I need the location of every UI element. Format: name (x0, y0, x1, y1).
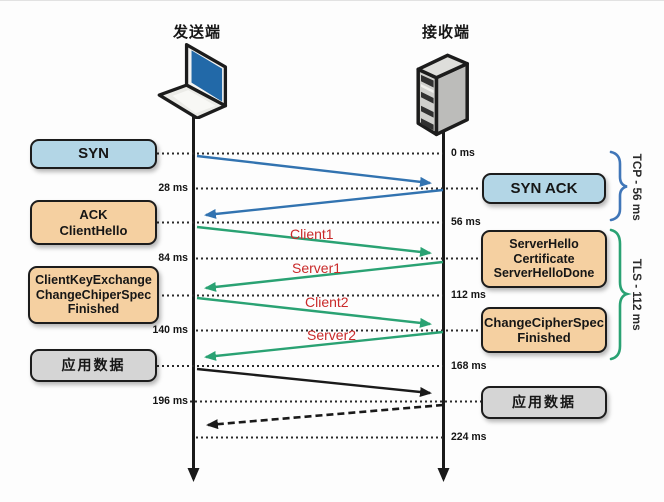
app-data-left-box: 应用数据 (30, 349, 157, 382)
tcp-duration-label: TCP - 56 ms (630, 153, 644, 221)
laptop-icon (157, 43, 228, 119)
time-56ms: 56 ms (451, 216, 481, 228)
ack-clienthello-box: ACK ClientHello (30, 200, 157, 245)
time-140ms: 140 ms (152, 324, 188, 336)
server-hello-box: ServerHello Certificate ServerHelloDone (481, 230, 607, 288)
syn-ack-box: SYN ACK (482, 173, 606, 204)
tcp-brace (609, 150, 628, 222)
time-84ms: 84 ms (158, 252, 188, 264)
server2-label: Server2 (307, 327, 357, 343)
time-0ms: 0 ms (451, 147, 475, 159)
syn-box: SYN (30, 139, 157, 169)
tls-duration-label: TLS - 112 ms (630, 259, 644, 331)
syn-ack-arrow (204, 188, 444, 219)
client1-arrow (196, 225, 432, 257)
client2-label: Client2 (305, 294, 349, 310)
time-112ms: 112 ms (451, 289, 486, 301)
receiver-title: 接收端 (421, 24, 470, 41)
syn-arrow (196, 154, 432, 187)
server1-arrow (204, 260, 444, 292)
app-data-response-arrow (206, 403, 444, 430)
change-cipher-spec-box: ChangeCipherSpec Finished (481, 307, 607, 353)
tls-brace (609, 228, 632, 361)
app-data-right-box: 应用数据 (481, 386, 607, 419)
time-28ms: 28 ms (158, 182, 188, 194)
client-key-exchange-box: ClientKeyExchange ChangeChiperSpec Finis… (28, 266, 159, 324)
server1-label: Server1 (292, 260, 342, 276)
time-168ms: 168 ms (451, 360, 487, 372)
client1-label: Client1 (290, 226, 334, 242)
sender-title: 发送端 (172, 24, 221, 41)
client2-arrow (196, 296, 432, 328)
app-data-request-arrow (196, 367, 432, 397)
server2-arrow (204, 330, 444, 361)
dotted-guides (157, 152, 481, 439)
server-icon (416, 53, 469, 137)
time-224ms: 224 ms (451, 431, 487, 443)
time-196ms: 196 ms (152, 395, 188, 407)
